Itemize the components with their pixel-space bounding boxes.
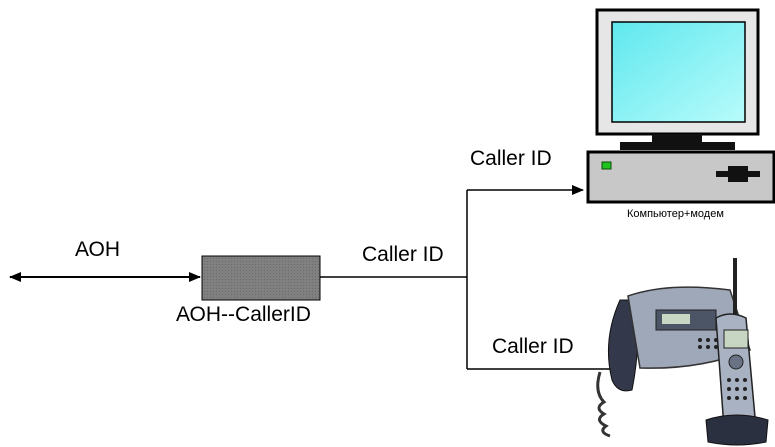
caller-id-label-top: Caller ID xyxy=(470,147,552,170)
aon-label: АОН xyxy=(75,238,121,261)
converter-label: АОН--CallerID xyxy=(176,303,311,326)
converter-box-icon xyxy=(201,255,321,301)
computer-with-monitor-icon xyxy=(586,8,775,204)
cordless-phone-base-icon xyxy=(596,258,769,446)
caller-id-label-middle: Caller ID xyxy=(362,243,444,266)
computer-label: Компьютер+модем xyxy=(627,208,724,220)
caller-id-label-bottom: Caller ID xyxy=(492,335,574,358)
